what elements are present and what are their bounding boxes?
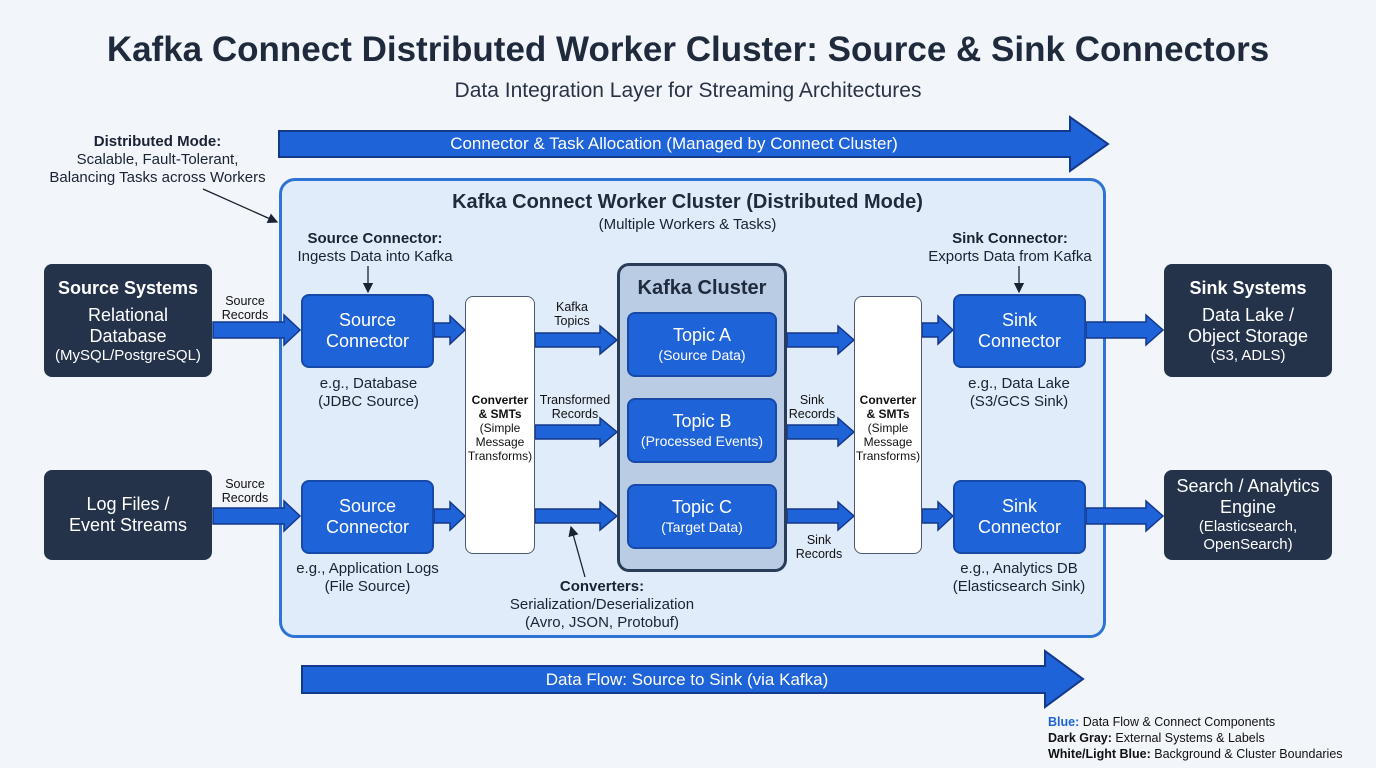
sink-connector-bottom-example: e.g., Analytics DB (Elasticsearch Sink) — [952, 560, 1086, 595]
arrow-conv-to-sink-2 — [921, 500, 955, 532]
kafka-cluster-title: Kafka Cluster — [637, 277, 767, 299]
sink-systems-box: Sink Systems Data Lake / Object Storage … — [1164, 264, 1332, 377]
label-sink-records-1: Sink Records — [788, 393, 836, 421]
pointer-distributed — [202, 188, 279, 224]
label-transformed-records: Transformed Records — [539, 393, 611, 421]
cluster-subtitle: (Multiple Workers & Tasks) — [598, 216, 777, 233]
source-converter-label: Converter & SMTs (Simple Message Transfo… — [467, 393, 533, 463]
topic-b[interactable]: Topic B (Processed Events) — [627, 398, 777, 463]
cluster-title: Kafka Connect Worker Cluster (Distribute… — [452, 191, 923, 213]
sink-connector-top[interactable]: Sink Connector — [953, 294, 1086, 368]
sink-connector-note: Sink Connector: Exports Data from Kafka — [928, 230, 1092, 265]
legend-dark-gray: Dark Gray: External Systems & Labels — [1048, 731, 1265, 745]
arrow-source-records-2 — [212, 499, 302, 533]
source-connector-top[interactable]: Source Connector — [301, 294, 434, 368]
arrow-conv-to-kafka-1 — [534, 324, 619, 356]
pointer-converters — [568, 525, 586, 578]
top-allocation-arrow — [278, 115, 1110, 173]
diagram-subtitle: Data Integration Layer for Streaming Arc… — [454, 79, 922, 102]
legend-white: White/Light Blue: Background & Cluster B… — [1048, 747, 1343, 761]
topic-c[interactable]: Topic C (Target Data) — [627, 484, 777, 549]
source-connector-top-example: e.g., Database (JDBC Source) — [318, 375, 419, 410]
bottom-arrow-label: Data Flow: Source to Sink (via Kafka) — [545, 670, 829, 689]
label-kafka-topics: Kafka Topics — [554, 300, 590, 328]
arrow-src-to-conv-2 — [433, 500, 467, 532]
distributed-mode-note: Distributed Mode: Scalable, Fault-Tolera… — [49, 133, 266, 186]
legend: Blue: Data Flow & Connect Components Dar… — [1048, 714, 1373, 762]
search-analytics-box: Search / Analytics Engine (Elasticsearch… — [1164, 470, 1332, 560]
arrow-kafka-to-conv-1 — [786, 324, 856, 356]
sink-connector-bottom[interactable]: Sink Connector — [953, 480, 1086, 554]
sink-converter-box — [854, 296, 922, 554]
label-sink-records-2: Sink Records — [795, 533, 843, 561]
sink-converter-label: Converter & SMTs (Simple Message Transfo… — [855, 393, 921, 463]
arrow-source-records-1 — [212, 313, 302, 347]
source-connector-bottom[interactable]: Source Connector — [301, 480, 434, 554]
arrow-conv-to-sink-1 — [921, 314, 955, 346]
arrow-conv-to-kafka-3 — [534, 500, 619, 532]
legend-blue: Blue: Data Flow & Connect Components — [1048, 715, 1276, 729]
label-source-records-1: Source Records — [221, 294, 269, 322]
arrow-sink-out-1 — [1085, 313, 1165, 347]
source-converter-box — [465, 296, 535, 554]
label-source-records-2: Source Records — [221, 477, 269, 505]
bottom-dataflow-arrow — [301, 649, 1085, 709]
arrow-src-to-conv-1 — [433, 314, 467, 346]
sink-connector-top-example: e.g., Data Lake (S3/GCS Sink) — [968, 375, 1070, 410]
converters-note: Converters: Serialization/Deserializatio… — [509, 578, 695, 631]
source-systems-box: Source Systems Relational Database (MySQ… — [44, 264, 212, 377]
source-connector-bottom-example: e.g., Application Logs (File Source) — [296, 560, 439, 595]
log-files-box: Log Files / Event Streams — [44, 470, 212, 560]
topic-a[interactable]: Topic A (Source Data) — [627, 312, 777, 377]
arrow-sink-out-2 — [1085, 499, 1165, 533]
arrow-conv-to-kafka-2 — [534, 416, 619, 448]
top-arrow-label: Connector & Task Allocation (Managed by … — [450, 134, 898, 153]
source-connector-note: Source Connector: Ingests Data into Kafk… — [297, 230, 453, 265]
arrow-kafka-to-conv-2 — [786, 416, 856, 448]
arrow-kafka-to-conv-3 — [786, 500, 856, 532]
diagram-title: Kafka Connect Distributed Worker Cluster… — [106, 30, 1270, 69]
